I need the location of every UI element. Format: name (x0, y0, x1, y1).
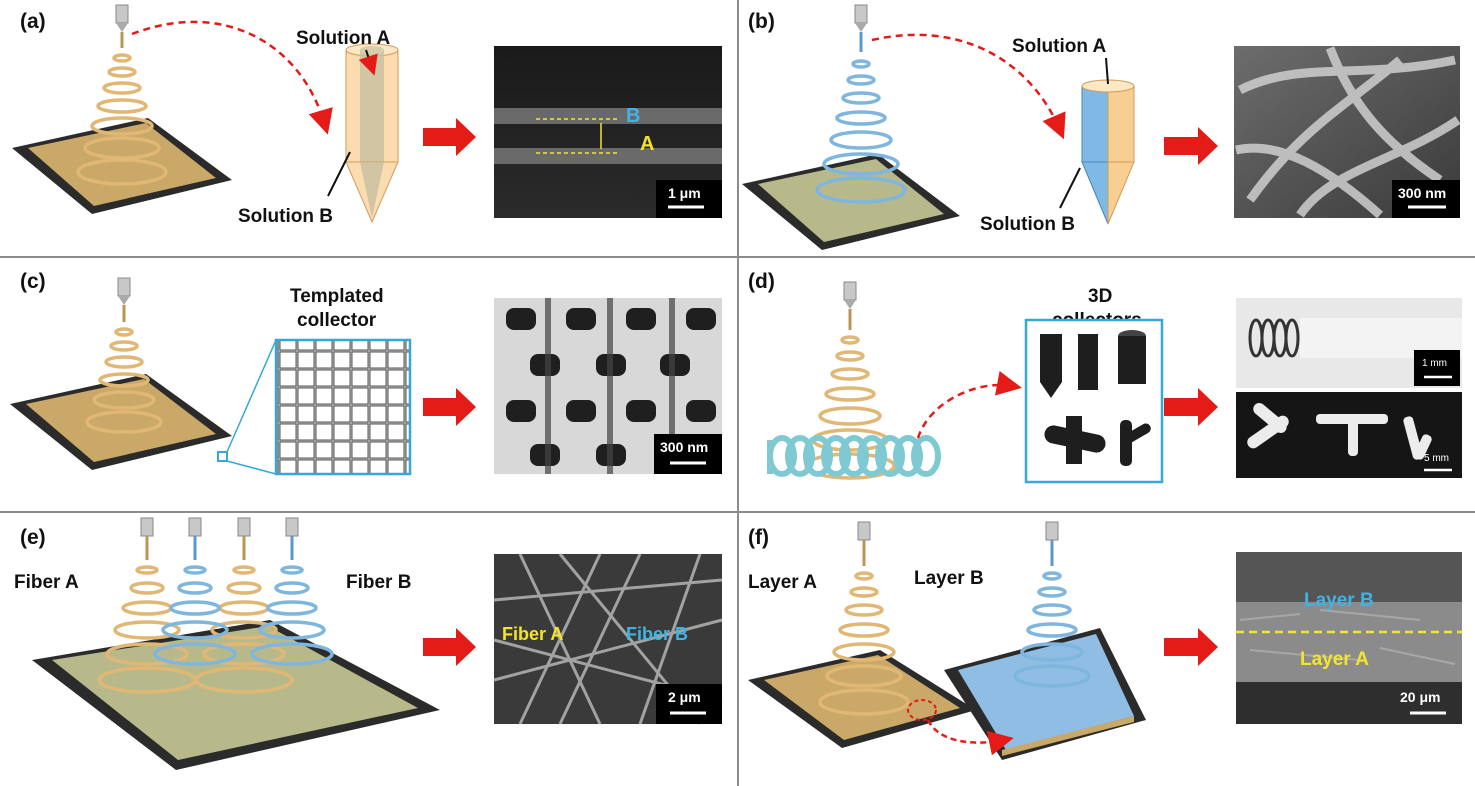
panel-e: (e) Fiber A Fiber B (14, 517, 723, 770)
spinneret-needle (857, 521, 1059, 566)
fiber-jet-spiral (815, 59, 907, 204)
panel-label-e: (e) (20, 526, 46, 549)
dashed-zoom-arrow (926, 719, 1014, 756)
scale-bar-label: 2 μm (668, 689, 701, 705)
mark-a: A (640, 133, 654, 155)
spinneret-array (140, 517, 299, 560)
panel-label-c: (c) (20, 270, 46, 293)
scale-bar-label: 300 nm (660, 439, 708, 455)
scale-bar-label: 1 μm (668, 185, 701, 201)
scale-bar-label: 1 mm (1422, 358, 1447, 369)
templated-collector-mesh (274, 338, 412, 476)
dashed-zoom-arrow (131, 20, 333, 135)
photo-3d-bottom: 5 mm (1236, 392, 1462, 478)
zoom-line (226, 339, 277, 453)
spinneret-needle (854, 4, 868, 52)
scale-bar-label: 5 mm (1424, 453, 1449, 464)
scale-bar-label: 20 μm (1400, 689, 1440, 705)
collector-title-line1: Templated (290, 286, 384, 307)
3d-collector-shapes (1040, 330, 1151, 466)
dashed-zoom-arrow (916, 370, 1022, 439)
coaxial-needle-icon (345, 43, 399, 224)
fiber-a-label: Fiber A (14, 572, 79, 593)
panel-b: (b) Solution A Solution B (742, 4, 1461, 250)
sem-layer-a-label: Layer A (1300, 649, 1369, 670)
panel-label-f: (f) (748, 526, 769, 549)
result-arrow (423, 628, 476, 666)
side-by-side-needle-icon (1081, 79, 1135, 225)
zoom-region (217, 451, 228, 462)
panel-c: (c) Templated collector (10, 270, 722, 476)
collector-title-line2: collector (297, 310, 377, 331)
pointer-line (1105, 57, 1109, 85)
mark-b: B (626, 105, 640, 127)
sem-fiber-a-label: Fiber A (502, 624, 563, 644)
pointer-line (1059, 167, 1081, 209)
solution-b-label: Solution B (980, 214, 1075, 235)
3d-rod-coil (767, 435, 941, 477)
panel-label-b: (b) (748, 10, 775, 33)
fiber-b-label: Fiber B (346, 572, 411, 593)
sem-image-c: 300 nm (494, 298, 722, 474)
solution-a-label: Solution A (296, 28, 391, 49)
highlight-circle (907, 699, 937, 721)
sem-layer-b-label: Layer B (1304, 590, 1374, 611)
result-arrow (423, 118, 476, 156)
fiber-mat (28, 123, 216, 206)
result-arrow (1164, 388, 1218, 426)
fiber-jet-spirals (818, 571, 1091, 716)
fiber-mat-a (764, 655, 960, 740)
zoom-line (226, 460, 277, 475)
fiber-jet-spirals (97, 565, 334, 694)
spinneret-needle (115, 4, 129, 48)
layer-a-edge (1002, 716, 1134, 756)
sem-fiber-b-label: Fiber B (626, 624, 688, 644)
panel-label-d: (d) (748, 270, 775, 293)
sem-image-f: Layer B Layer A 20 μm (1236, 552, 1462, 724)
spinneret-needle (843, 281, 857, 330)
sem-image-b: 300 nm (1234, 46, 1461, 219)
scale-bar-label: 300 nm (1398, 185, 1446, 201)
solution-a-label: Solution A (1012, 36, 1107, 57)
panel-d: (d) 3D collectors (748, 270, 1462, 484)
result-arrow (423, 388, 476, 426)
fiber-mat (26, 379, 216, 462)
spinneret-needle (117, 277, 131, 322)
fiber-jet-spiral (85, 327, 163, 434)
solution-b-label: Solution B (238, 206, 333, 227)
fiber-jet-spiral (76, 53, 168, 186)
collector-title-line1: 3D (1088, 286, 1112, 307)
panel-f: (f) Layer A Layer B (748, 521, 1462, 760)
result-arrow (1164, 628, 1218, 666)
panel-label-a: (a) (20, 10, 46, 33)
photo-3d-top: 1 mm (1236, 298, 1462, 388)
panel-a: (a) Solution A (12, 4, 722, 227)
layer-a-label: Layer A (748, 572, 817, 593)
sem-image-e: Fiber A Fiber B 2 μm (493, 553, 723, 725)
layer-b-label: Layer B (914, 568, 984, 589)
result-arrow (1164, 127, 1218, 165)
fiber-mat-b (958, 634, 1134, 750)
sem-image-a: B A 1 μm (494, 46, 722, 218)
pointer-arrow (358, 49, 378, 76)
pointer-line (327, 151, 351, 197)
